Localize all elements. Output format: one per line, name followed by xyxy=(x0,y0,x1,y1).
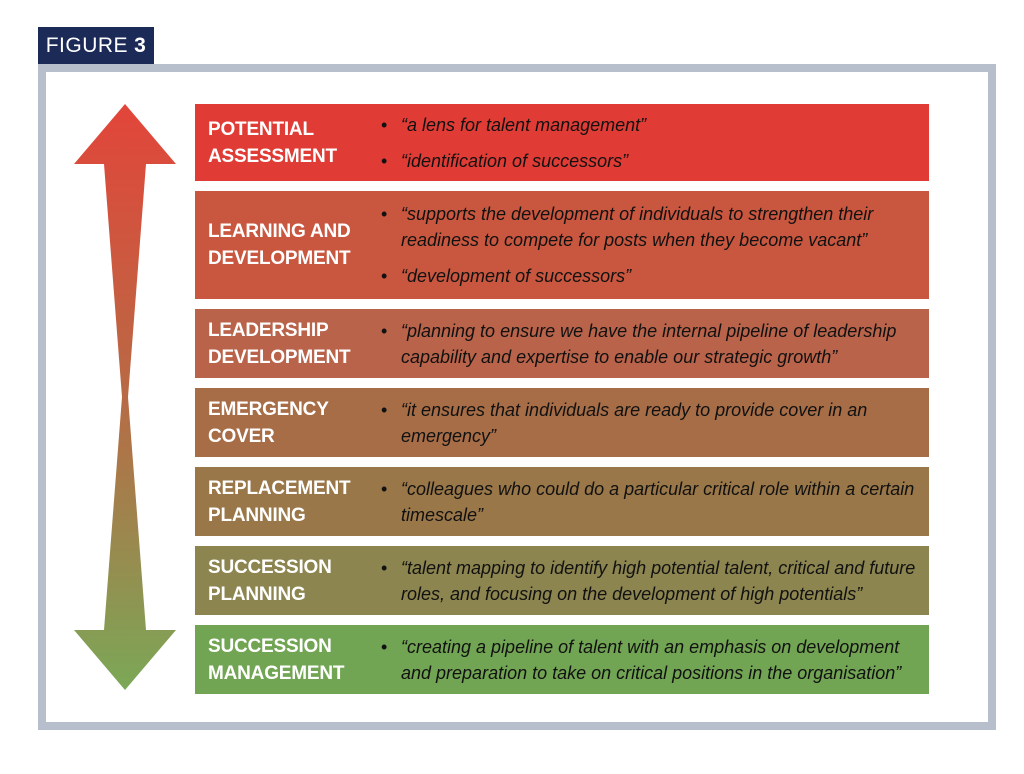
bullet-icon: • xyxy=(381,478,388,499)
row-quotes: • “colleagues who could do a particular c… xyxy=(363,467,929,536)
quote-item: • “identification of successors” xyxy=(381,148,919,174)
row-emergency-cover: EMERGENCY COVER • “it ensures that indivi… xyxy=(195,388,929,457)
bullet-icon: • xyxy=(381,399,388,420)
row-title: EMERGENCY COVER xyxy=(195,388,363,457)
row-learning-and-development: LEARNING AND DEVELOPMENT • “supports the … xyxy=(195,191,929,299)
row-potential-assessment: POTENTIAL ASSESSMENT • “a lens for talent… xyxy=(195,104,929,181)
row-title: LEARNING AND DEVELOPMENT xyxy=(195,191,363,299)
row-title: REPLACEMENT PLANNING xyxy=(195,467,363,536)
quote-item: • “development of successors” xyxy=(381,263,919,289)
row-title: POTENTIAL ASSESSMENT xyxy=(195,104,363,181)
row-title-line: POTENTIAL xyxy=(208,118,314,140)
quote-text: “development of successors” xyxy=(401,266,632,286)
row-leadership-development: LEADERSHIP DEVELOPMENT • “planning to ens… xyxy=(195,309,929,378)
figure-number: 3 xyxy=(134,33,147,57)
row-title-line: DEVELOPMENT xyxy=(208,248,351,269)
quote-text: “it ensures that individuals are ready t… xyxy=(401,399,868,446)
row-title-line: COVER xyxy=(208,425,275,447)
row-quotes: • “supports the development of individual… xyxy=(363,191,929,299)
row-replacement-planning: REPLACEMENT PLANNING • “colleagues who co… xyxy=(195,467,929,536)
quote-item: • “colleagues who could do a particular c… xyxy=(381,476,919,528)
quote-item: • “creating a pipeline of talent with an … xyxy=(381,634,919,686)
double-headed-arrow-icon xyxy=(74,104,176,690)
row-succession-planning: SUCCESSION PLANNING • “talent mapping to … xyxy=(195,546,929,615)
quote-text: “planning to ensure we have the internal… xyxy=(401,320,897,367)
bullet-icon: • xyxy=(381,636,388,657)
quote-item: • “talent mapping to identify high potent… xyxy=(381,555,919,607)
row-title-line: LEARNING AND xyxy=(208,221,351,242)
quote-text: “colleagues who could do a particular cr… xyxy=(401,478,915,525)
row-succession-management: SUCCESSION MANAGEMENT • “creating a pipel… xyxy=(195,625,929,694)
row-title-line: ASSESSMENT xyxy=(208,145,337,167)
row-quotes: • “it ensures that individuals are ready … xyxy=(363,388,929,457)
quote-text: “identification of successors” xyxy=(401,150,629,171)
row-quotes: • “a lens for talent management” • “identi… xyxy=(363,104,929,181)
quote-item: • “supports the development of individual… xyxy=(381,201,919,253)
row-title-line: SUCCESSION xyxy=(208,635,332,657)
row-quotes: • “talent mapping to identify high potent… xyxy=(363,546,929,615)
bullet-icon: • xyxy=(381,150,388,171)
quote-text: “creating a pipeline of talent with an e… xyxy=(401,636,902,683)
row-title-line: EMERGENCY xyxy=(208,398,329,420)
figure-label: FIGURE 3 xyxy=(38,27,154,64)
row-title-line: PLANNING xyxy=(208,583,306,605)
row-quotes: • “planning to ensure we have the interna… xyxy=(363,309,929,378)
quote-item: • “it ensures that individuals are ready … xyxy=(381,397,919,449)
row-title-line: DEVELOPMENT xyxy=(208,346,351,368)
figure-label-text: FIGURE xyxy=(45,33,129,57)
row-title: LEADERSHIP DEVELOPMENT xyxy=(195,309,363,378)
quote-item: • “a lens for talent management” xyxy=(381,112,919,138)
bullet-icon: • xyxy=(381,204,388,224)
bullet-icon: • xyxy=(381,114,388,135)
quote-text: “a lens for talent management” xyxy=(401,114,647,135)
bullet-icon: • xyxy=(381,557,388,578)
quote-text: “supports the development of individuals… xyxy=(401,204,874,250)
row-quotes: • “creating a pipeline of talent with an … xyxy=(363,625,929,694)
row-title-line: REPLACEMENT xyxy=(208,477,351,499)
quote-text: “talent mapping to identify high potenti… xyxy=(401,557,916,604)
row-title-line: MANAGEMENT xyxy=(208,662,345,684)
row-title: SUCCESSION MANAGEMENT xyxy=(195,625,363,694)
row-title-line: PLANNING xyxy=(208,504,306,526)
quote-item: • “planning to ensure we have the interna… xyxy=(381,318,919,370)
row-title-line: LEADERSHIP xyxy=(208,319,329,341)
row-title-line: SUCCESSION xyxy=(208,556,332,578)
bullet-icon: • xyxy=(381,320,388,341)
row-title: SUCCESSION PLANNING xyxy=(195,546,363,615)
bullet-icon: • xyxy=(381,266,388,286)
